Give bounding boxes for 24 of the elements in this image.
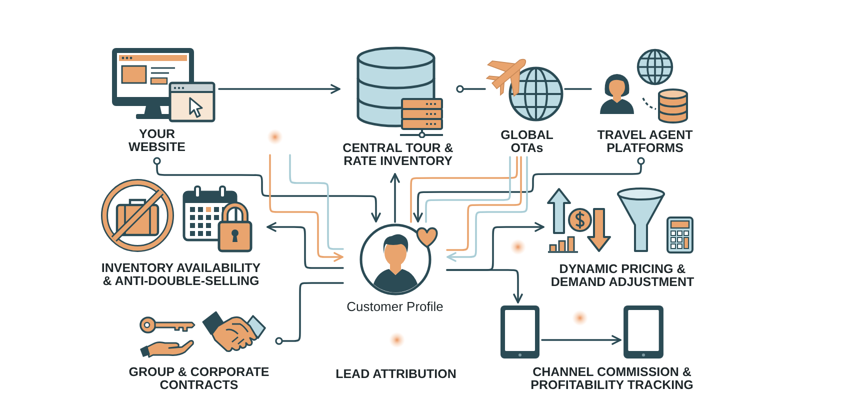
- node-caption: CENTRAL TOUR & RATE INVENTORY: [342, 142, 454, 168]
- node-caption: DYNAMIC PRICING & DEMAND ADJUSTMENT: [550, 263, 696, 289]
- connector-arrow: [153, 157, 381, 222]
- connector-arrow: [266, 222, 344, 269]
- node-caption: INVENTORY AVAILABILITY & ANTI-DOUBLE-SELLING: [100, 262, 262, 288]
- connector-line: [425, 156, 511, 223]
- connector-arrow: [218, 84, 340, 94]
- connector-arrow: [269, 154, 344, 262]
- connector-line: [564, 88, 592, 90]
- connector-line: [446, 156, 522, 251]
- connector-arrow: [413, 157, 645, 222]
- node-caption: GLOBAL OTAs: [500, 129, 554, 155]
- connector-arrow: [541, 335, 622, 345]
- connector-arrow: [390, 173, 400, 223]
- node-caption: Customer Profile: [346, 299, 444, 314]
- connector-arrow: [446, 156, 528, 262]
- node-caption: YOUR WEBSITE: [128, 128, 186, 154]
- connector-line: [289, 154, 344, 250]
- caption-text: LEAD ATTRIBUTION: [334, 368, 458, 381]
- caption-text: CHANNEL COMMISSION & PROFITABILITY TRACKING: [530, 366, 694, 392]
- connector-line: [410, 156, 518, 223]
- connector-arrow: [446, 269, 523, 304]
- node-caption: TRAVEL AGENT PLATFORMS: [596, 129, 694, 155]
- node-caption: GROUP & CORPORATE CONTRACTS: [128, 366, 270, 392]
